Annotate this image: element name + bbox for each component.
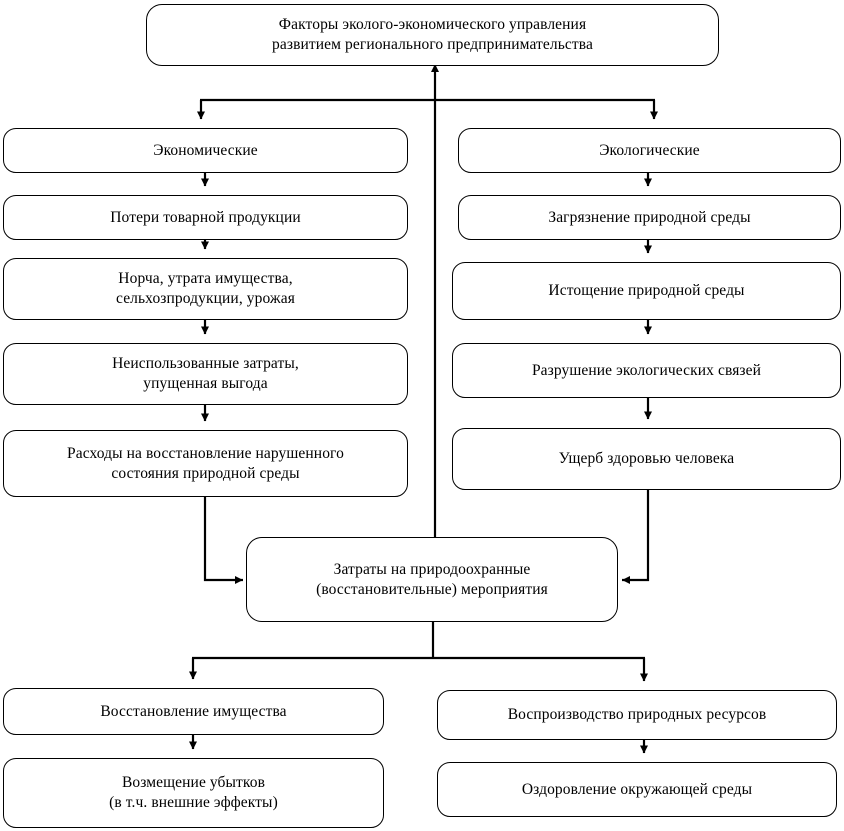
node-ecological-item-2-label: Истощение природной среды — [548, 282, 745, 300]
node-ecological-item-4[interactable]: Ущерб здоровью человека — [452, 428, 841, 490]
node-ecological-header-label: Экологические — [599, 141, 700, 159]
node-outcome-left-2-label: Возмещение убытков (в т.ч. внешние эффек… — [109, 774, 278, 811]
node-outcome-left-2[interactable]: Возмещение убытков (в т.ч. внешние эффек… — [3, 758, 384, 828]
node-ecological-item-1[interactable]: Загрязнение природной среды — [458, 195, 841, 240]
node-environmental-costs-label: Затраты на природоохранные (восстановите… — [316, 560, 548, 598]
node-ecological-item-3-label: Разрушение экологических связей — [531, 361, 762, 379]
node-economic-item-1[interactable]: Потери товарной продукции — [3, 195, 408, 240]
connector-ecological-to-costs — [622, 490, 650, 584]
node-outcome-right-1-label: Воспроизводство природных ресурсов — [507, 706, 767, 724]
node-ecological-item-4-label: Ущерб здоровью человека — [558, 450, 735, 468]
node-economic-item-3-label: Неиспользованные затраты, упущенная выго… — [112, 355, 299, 392]
connector-economic-to-costs — [203, 497, 243, 584]
node-economic-item-2[interactable]: Норча, утрата имущества, сельхозпродукци… — [3, 258, 408, 320]
node-outcome-left-1-label: Восстановление имущества — [100, 702, 287, 720]
node-economic-item-1-label: Потери товарной продукции — [110, 208, 301, 226]
node-outcome-right-1[interactable]: Воспроизводство природных ресурсов — [437, 690, 837, 740]
node-ecological-header[interactable]: Экологические — [458, 128, 841, 173]
node-title-factors-label: Факторы эколого-экономического управлени… — [272, 16, 593, 53]
node-outcome-right-2-label: Оздоровление окружающей среды — [521, 780, 753, 798]
node-economic-item-2-label: Норча, утрата имущества, сельхозпродукци… — [116, 270, 295, 307]
node-economic-header-label: Экономические — [153, 141, 258, 159]
node-ecological-item-2[interactable]: Истощение природной среды — [452, 262, 841, 320]
node-economic-item-3[interactable]: Неиспользованные затраты, упущенная выго… — [3, 343, 408, 405]
node-outcome-right-2[interactable]: Оздоровление окружающей среды — [437, 762, 837, 817]
node-title-factors[interactable]: Факторы эколого-экономического управлени… — [146, 4, 719, 66]
node-ecological-item-3[interactable]: Разрушение экологических связей — [452, 343, 841, 398]
node-environmental-costs[interactable]: Затраты на природоохранные (восстановите… — [246, 537, 618, 622]
node-economic-item-4-label: Расходы на восстановление нарушенного со… — [67, 444, 344, 482]
node-outcome-left-1[interactable]: Восстановление имущества — [3, 688, 384, 735]
node-economic-header[interactable]: Экономические — [3, 128, 408, 173]
node-ecological-item-1-label: Загрязнение природной среды — [548, 208, 751, 226]
node-economic-item-4[interactable]: Расходы на восстановление нарушенного со… — [3, 430, 408, 497]
